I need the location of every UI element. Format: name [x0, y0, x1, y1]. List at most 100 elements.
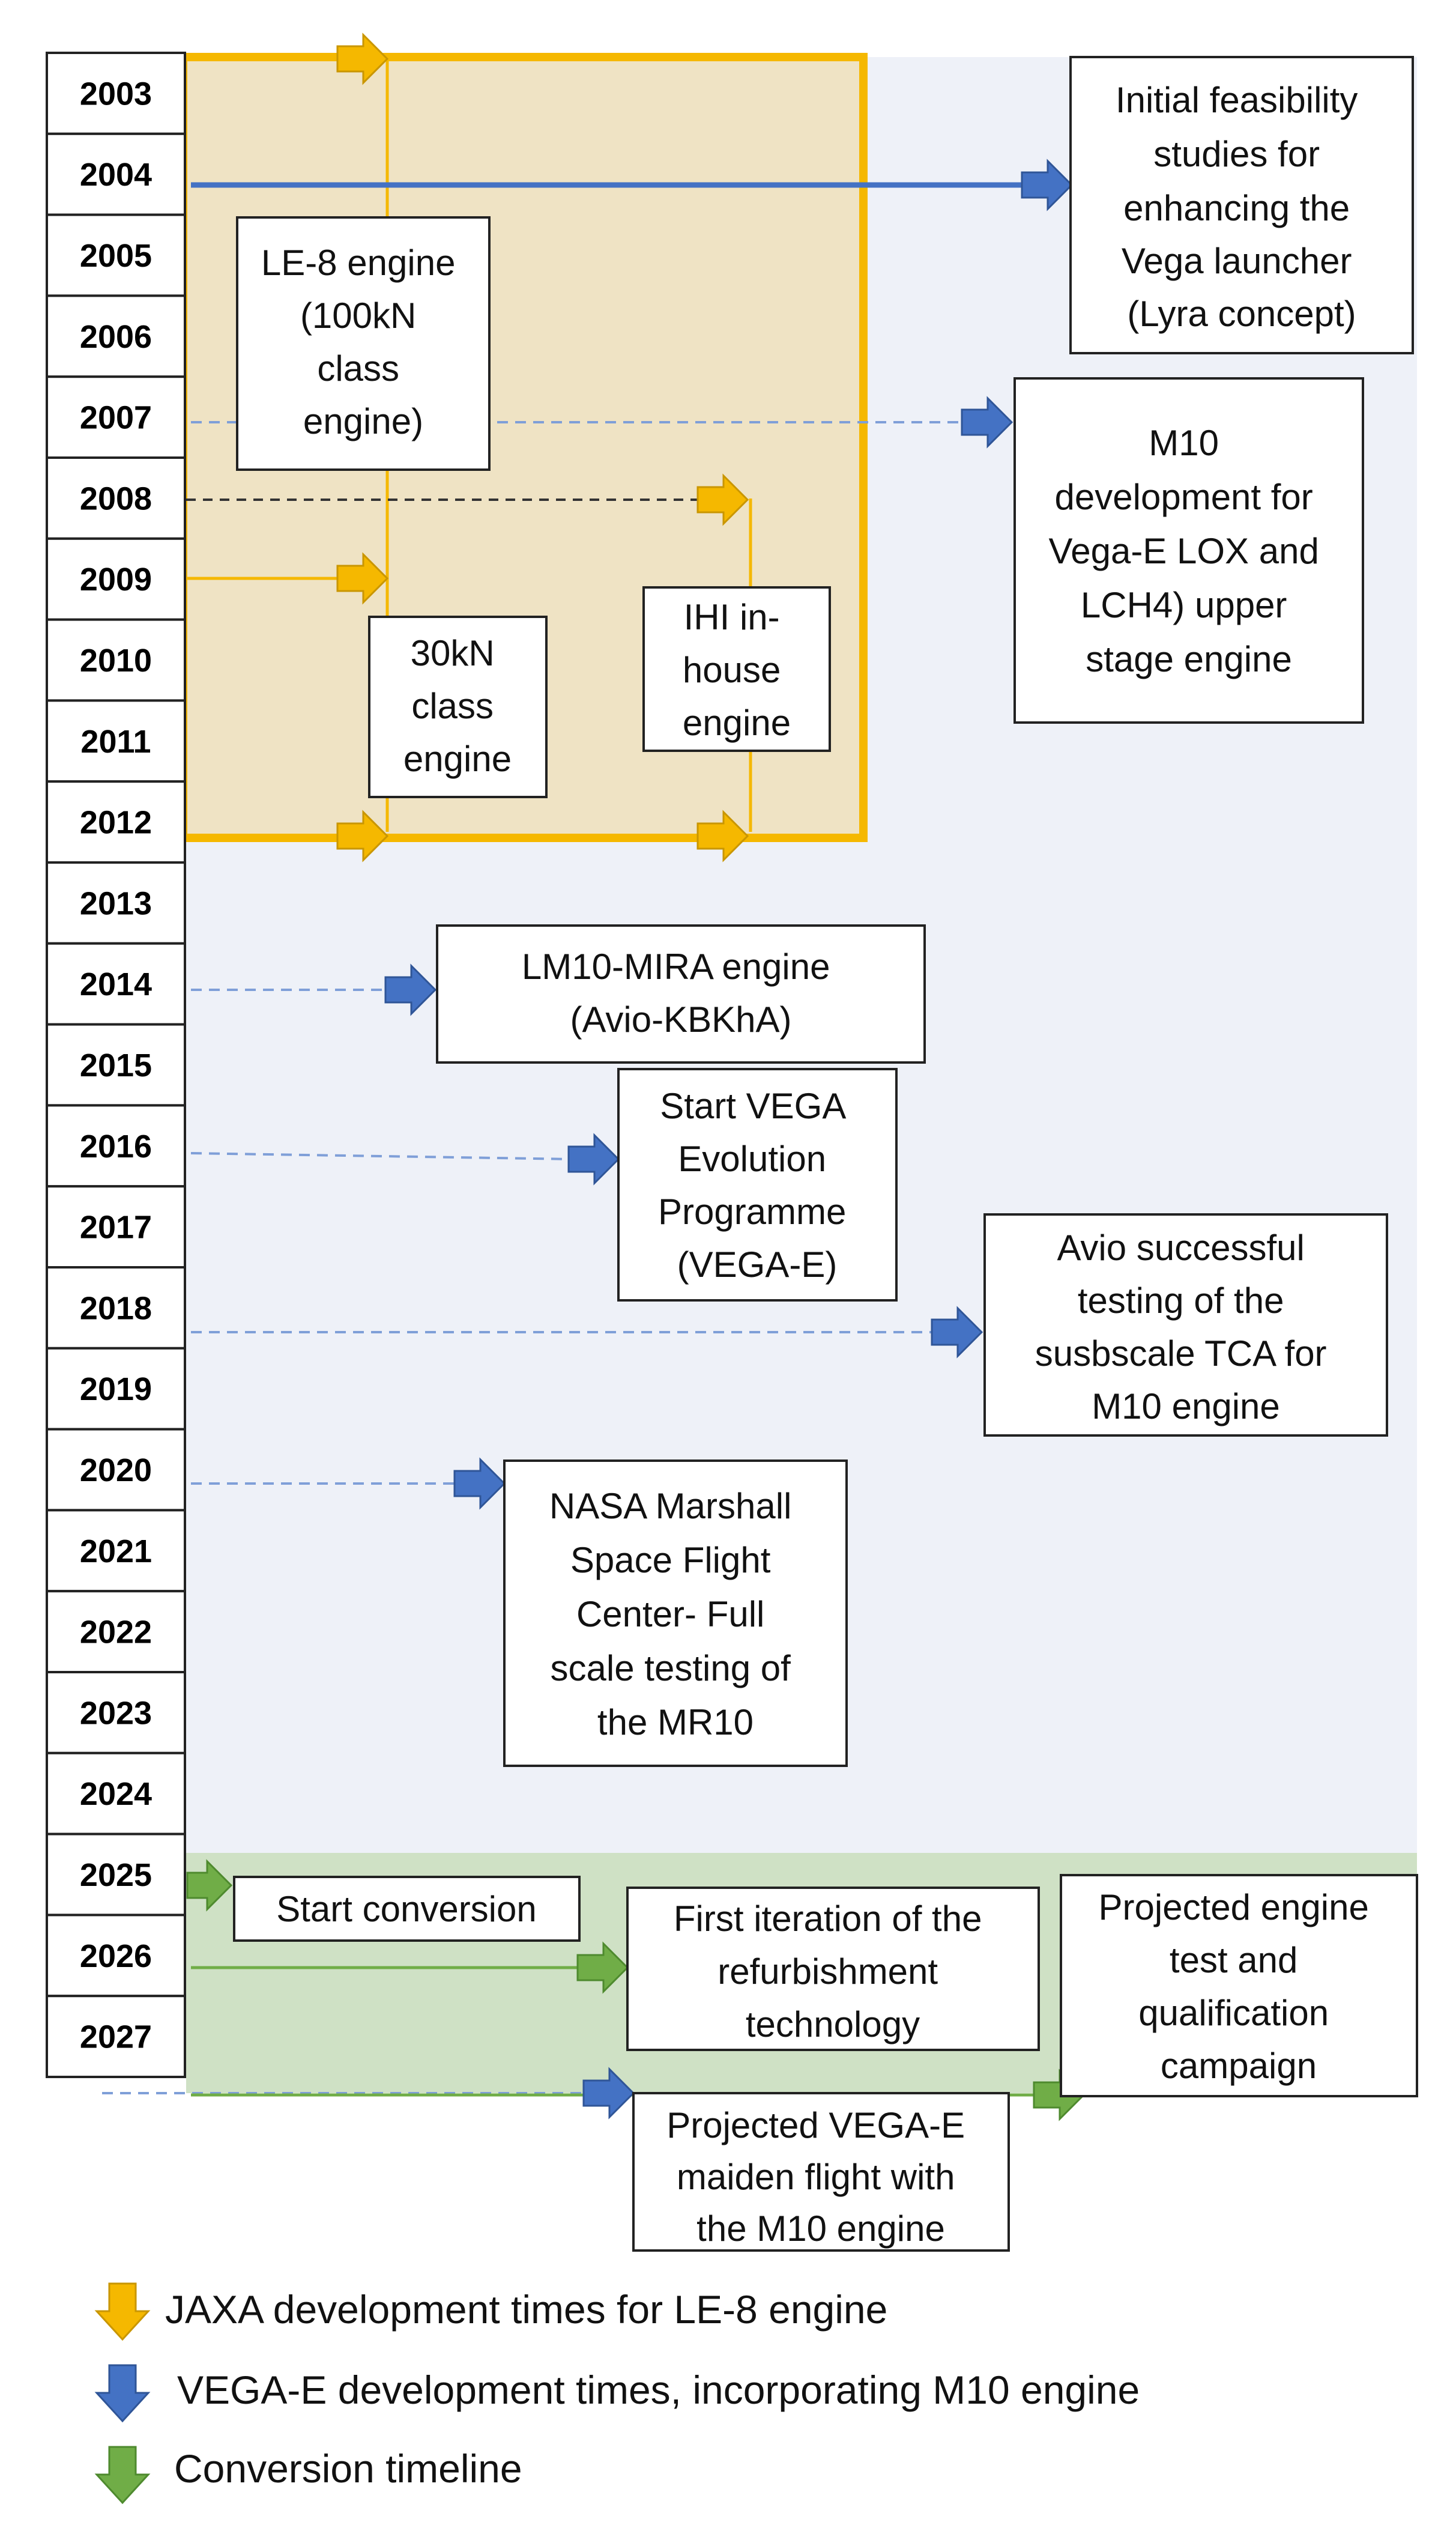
year-cell: [46, 1995, 186, 2078]
year-cell: [46, 1104, 186, 1188]
m10-development-box: M10 development for Vega-E LOX and LCH4)…: [1013, 377, 1364, 724]
svg-text:Start VEGA Evolution: Start VEGA Evolution Programme (VEGA-E): [658, 1086, 856, 1285]
year-label: 2027: [80, 2019, 152, 2055]
year-label: 2015: [80, 1047, 152, 1084]
ihi-engine-box-line: engine: [683, 703, 791, 743]
vega-e-start-box-line: Evolution: [678, 1139, 826, 1179]
svg-text:M10 development for: M10 development for Vega-E LOX and LCH4)…: [1049, 423, 1329, 679]
lm10-mira-box-line: (Avio-KBKhA): [570, 999, 791, 1040]
svg-text:Avio successful testing: Avio successful testing of the susbscale…: [1035, 1228, 1337, 1426]
m10-development-box-line: M10: [1149, 423, 1219, 463]
refurbishment-box-line: technology: [746, 2004, 920, 2044]
conversion-arrow-2025: [186, 1859, 233, 1912]
avio-tca-box-line: M10 engine: [1092, 1386, 1280, 1426]
year-label: 2008: [80, 480, 152, 517]
qualification-box: Projected engine test and qualification …: [1060, 1874, 1418, 2097]
lyra-box-line: studies for: [1153, 134, 1320, 174]
svg-text:30kN class engine: 30kN class engine: [403, 633, 512, 779]
avio-tca-box-line: Avio successful: [1057, 1228, 1304, 1268]
svg-text:NASA Marshall Space Flig: NASA Marshall Space Flight Center- Full …: [549, 1486, 802, 1742]
year-label: 2019: [80, 1371, 152, 1407]
year-label: 2007: [80, 400, 152, 436]
jaxa-arrow-2012-a: [336, 810, 389, 862]
year-cell: [46, 1023, 186, 1107]
vega-down-arrow-icon: [94, 2364, 151, 2423]
nasa-testing-box-line: scale testing of: [551, 1648, 791, 1688]
30kn-engine-box-line: engine: [403, 739, 512, 779]
avio-tca-box: Avio successful testing of the susbscale…: [983, 1213, 1388, 1437]
vega-e-start-box-line: (VEGA-E): [677, 1244, 838, 1285]
year-cell: [46, 52, 186, 135]
vega-arrow-2014: [384, 963, 437, 1016]
year-cell: [46, 1751, 186, 1835]
legend-vega-label: VEGA-E development times, incorporating …: [177, 2368, 1140, 2412]
year-cell: [46, 1590, 186, 1673]
qualification-box-line: qualification: [1138, 1993, 1329, 2033]
conversion-arrow-2026: [576, 1941, 629, 1994]
year-cell: [46, 1185, 186, 1269]
svg-text:IHI in- house engi: IHI in- house engine: [683, 597, 791, 743]
year-cell: [46, 1266, 186, 1350]
year-label: 2010: [80, 643, 152, 679]
qualification-box-line: Projected engine: [1099, 1887, 1369, 1927]
year-cell: [46, 1509, 186, 1593]
year-label: 2023: [80, 1695, 152, 1731]
svg-text:Initial feasibility stud: Initial feasibility studies for enhancin…: [1116, 80, 1368, 334]
svg-text:LM10-MIRA engine (Avio-K: LM10-MIRA engine (Avio-KBKhA): [522, 947, 840, 1040]
30kn-engine-box-line: class: [411, 686, 494, 726]
year-column: 2003200420052006200720082009201020112012…: [46, 52, 186, 2078]
le8-engine-box-line: engine): [303, 401, 423, 441]
vega-arrows: [384, 159, 1074, 2120]
start-conversion-box: Start conversion: [233, 1876, 581, 1942]
jaxa-arrow-2003: [336, 32, 389, 85]
le8-engine-box-line: LE-8 engine: [261, 243, 456, 283]
svg-text:Projected engine test an: Projected engine test and qualification …: [1099, 1887, 1379, 2086]
year-label: 2013: [80, 885, 152, 921]
year-label: 2012: [80, 805, 152, 841]
le8-engine-box-line: class: [317, 348, 399, 389]
year-cell: [46, 1671, 186, 1754]
jaxa-down-arrow-icon: [94, 2282, 151, 2341]
year-label: 2003: [80, 76, 152, 112]
nasa-testing-box-line: the MR10: [597, 1702, 754, 1742]
year-label: 2006: [80, 319, 152, 355]
qualification-box-line: test and: [1170, 1940, 1298, 1980]
year-label: 2016: [80, 1129, 152, 1165]
vega-e-start-box: Start VEGA Evolution Programme (VEGA-E): [617, 1068, 898, 1302]
lyra-box-line: Initial feasibility: [1116, 80, 1358, 120]
year-label: 2021: [80, 1533, 152, 1569]
qualification-box-line: campaign: [1161, 2046, 1317, 2086]
year-label: 2004: [80, 157, 152, 193]
year-cell: [46, 861, 186, 945]
ihi-engine-box: IHI in- house engine: [642, 586, 831, 752]
year-label: 2009: [80, 562, 152, 598]
year-label: 2011: [80, 724, 151, 760]
maiden-flight-box: Projected VEGA-E maiden flight with the …: [632, 2092, 1010, 2252]
start-conversion-box-line: Start conversion: [276, 1889, 537, 1929]
m10-development-box-line: LCH4) upper: [1081, 585, 1287, 625]
lm10-mira-box-line: LM10-MIRA engine: [522, 947, 830, 987]
year-cell: [46, 294, 186, 378]
avio-tca-box-line: susbscale TCA for: [1035, 1333, 1327, 1374]
year-cell: [46, 1832, 186, 1917]
jaxa-arrow-2009: [336, 552, 389, 605]
nasa-testing-box-line: Center- Full: [576, 1594, 764, 1634]
legend-jaxa-label: JAXA development times for LE-8 engine: [165, 2287, 887, 2332]
jaxa-arrow-2012-b: [696, 810, 749, 862]
m10-development-box-line: development for: [1055, 477, 1313, 517]
year-cell: [46, 1428, 186, 1512]
le8-engine-box: LE-8 engine (100kN class engine): [236, 216, 491, 471]
vega-e-start-box-line: Programme: [658, 1192, 846, 1232]
year-label: 2024: [80, 1776, 152, 1812]
lyra-box-line: Vega launcher: [1122, 241, 1352, 281]
conversion-down-arrow-icon: [94, 2446, 151, 2505]
vega-arrow-2027: [582, 2067, 635, 2120]
year-label: 2017: [80, 1210, 152, 1246]
vega-arrow-2018: [931, 1306, 983, 1359]
vega-arrow-2007: [961, 396, 1013, 449]
refurbishment-box-line: First iteration of the: [674, 1899, 982, 1939]
legend-conversion-label: Conversion timeline: [174, 2446, 522, 2491]
year-cell: [46, 1347, 186, 1431]
year-label: 2020: [80, 1452, 152, 1488]
